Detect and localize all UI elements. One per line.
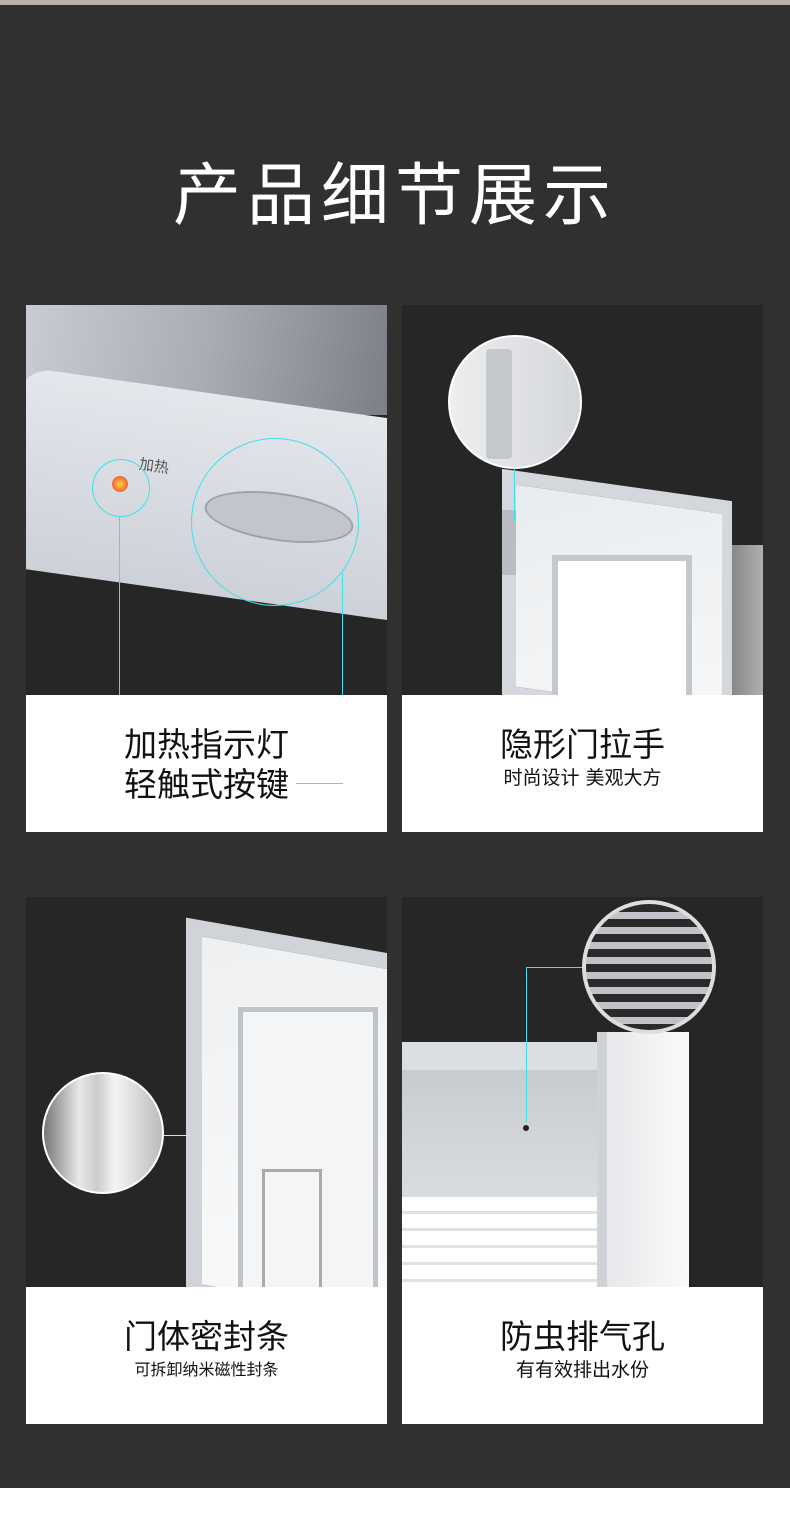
caption-subheading: 时尚设计 美观大方 (503, 767, 662, 789)
caption-heading: 防虫排气孔 (500, 1317, 665, 1356)
door-seal-photo (26, 897, 387, 1287)
seal-zoom-circle (42, 1072, 164, 1194)
caption: 门体密封条 可拆卸纳米磁性封条 (26, 1287, 387, 1424)
control-panel-photo: 加热 (26, 305, 387, 695)
door-handle-photo (402, 305, 763, 695)
caption: 加热指示灯 轻触式按键 (26, 695, 387, 832)
vent-hole-photo (402, 897, 763, 1287)
vent-zoom-circle (582, 900, 716, 1034)
led-highlight-circle (92, 459, 150, 517)
caption-subheading: 轻触式按键 (124, 765, 289, 804)
vent-hole (523, 1125, 529, 1131)
button-highlight-circle (191, 438, 359, 606)
top-strip (0, 0, 790, 5)
caption-subheading: 有有效排出水份 (515, 1359, 649, 1381)
towels (402, 1197, 597, 1287)
handle-zoom-circle (448, 335, 582, 469)
caption-heading: 隐形门拉手 (500, 725, 665, 764)
caption-heading: 门体密封条 (124, 1317, 289, 1356)
caption: 隐形门拉手 时尚设计 美观大方 (402, 695, 763, 832)
caption: 防虫排气孔 有有效排出水份 (402, 1287, 763, 1424)
caption-subheading: 可拆卸纳米磁性封条 (134, 1360, 279, 1379)
caption-heading: 加热指示灯 (124, 725, 289, 764)
section-title: 产品细节展示 (172, 157, 617, 236)
